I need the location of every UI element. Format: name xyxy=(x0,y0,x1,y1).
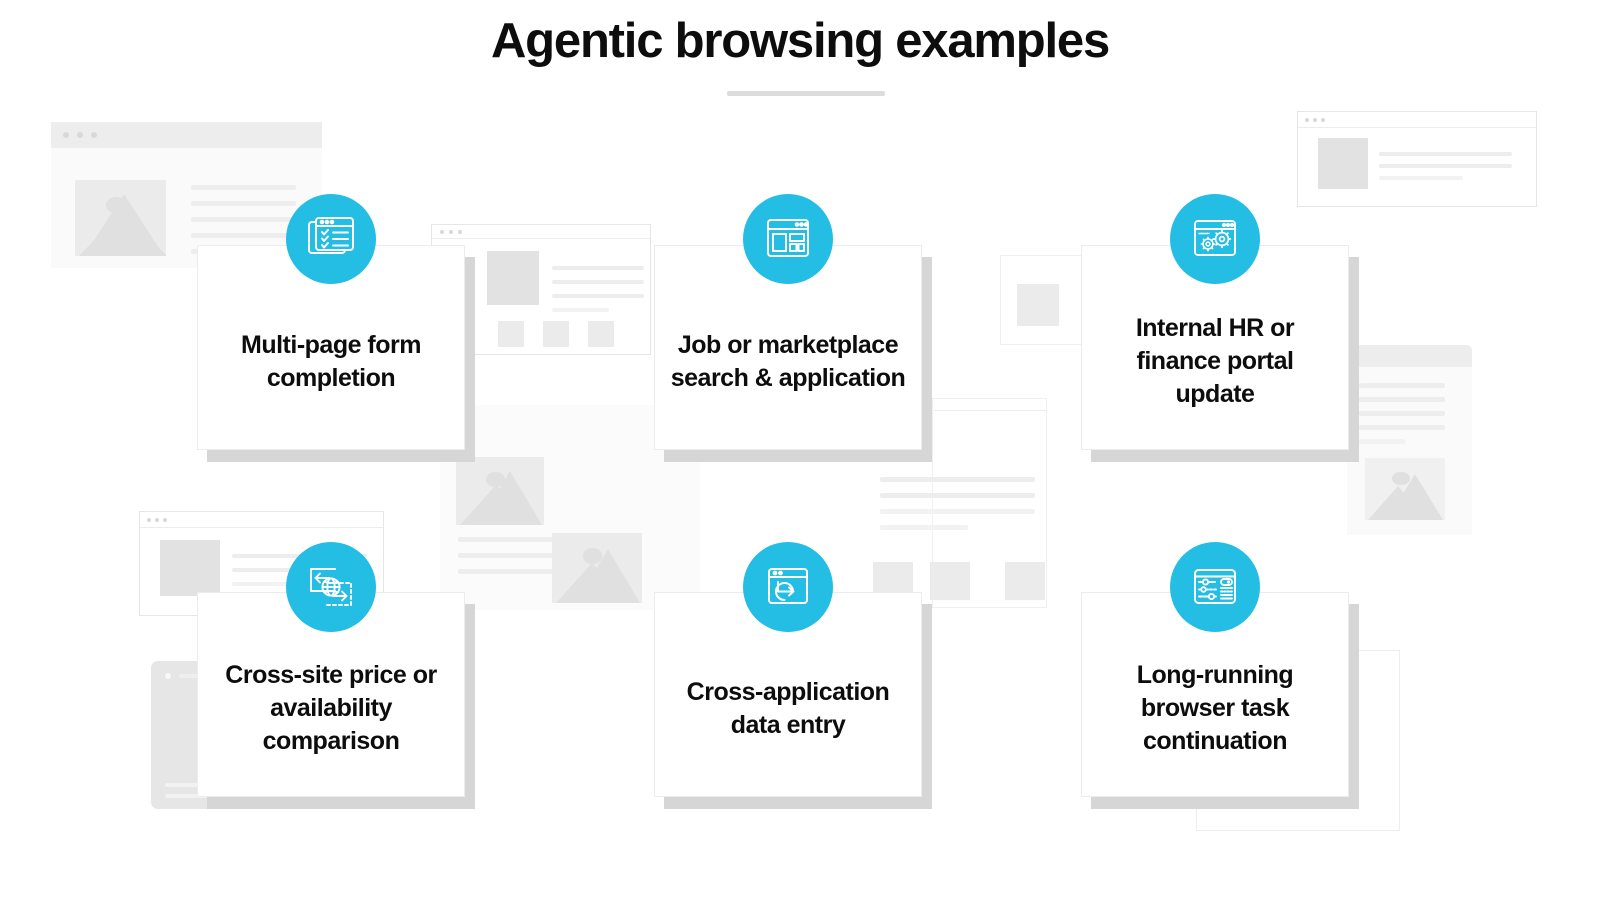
window-dot-icon xyxy=(77,132,83,138)
window-titlebar xyxy=(1347,345,1472,367)
card-internal-hr-or-finance-portal-update[interactable]: Internal HR or finance portal update xyxy=(1081,245,1359,462)
card-label: Internal HR or finance portal update xyxy=(1135,314,1295,408)
window-dot-icon xyxy=(1321,118,1325,122)
browser-gears-icon-badge xyxy=(1170,194,1260,284)
window-titlebar xyxy=(140,512,383,528)
window-dot-icon xyxy=(458,230,462,234)
content-block xyxy=(1017,284,1059,326)
text-line xyxy=(880,493,1035,498)
text-line xyxy=(1359,439,1405,444)
text-line xyxy=(1359,397,1445,402)
card-label: Long-running browser task continuation xyxy=(1136,661,1294,755)
window-dot-icon xyxy=(63,132,69,138)
mountain-shape xyxy=(84,194,165,256)
text-line xyxy=(552,294,644,298)
browser-checklist-icon xyxy=(308,217,354,254)
image-placeholder xyxy=(1365,458,1445,520)
thumbnail-block xyxy=(1005,562,1045,600)
text-line xyxy=(1379,164,1512,168)
text-line xyxy=(1359,425,1445,430)
mountain-shape xyxy=(1387,474,1444,520)
image-placeholder xyxy=(75,180,166,256)
text-line xyxy=(880,525,968,530)
cross-site-globe-transfer-icon xyxy=(310,568,352,606)
text-line xyxy=(458,537,608,542)
text-line xyxy=(191,185,296,190)
browser-layout-icon-badge xyxy=(743,194,833,284)
window-dot-icon xyxy=(91,132,97,138)
text-line xyxy=(552,266,644,270)
text-line xyxy=(552,308,609,312)
browser-sliders-icon xyxy=(1194,569,1236,604)
mountain-shape xyxy=(576,549,641,603)
card-job-or-marketplace-search-application[interactable]: Job or marketplace search & application xyxy=(654,245,932,462)
image-placeholder xyxy=(552,533,642,603)
text-line xyxy=(1359,411,1445,416)
card-body[interactable]: Cross-application data entry xyxy=(654,592,922,797)
browser-checklist-icon-badge xyxy=(286,194,376,284)
window-dot-icon xyxy=(1305,118,1309,122)
mountain-shape xyxy=(478,471,543,525)
thumbnail-block xyxy=(543,321,569,347)
card-label: Cross-application data entry xyxy=(686,677,890,739)
card-cross-application-data-entry[interactable]: Cross-application data entry xyxy=(654,592,932,809)
browser-return-arrow-icon xyxy=(768,568,808,604)
thumbnail-block xyxy=(588,321,614,347)
window-dot-icon xyxy=(449,230,453,234)
text-line xyxy=(232,582,310,586)
text-line xyxy=(1379,176,1463,180)
background-browser-window-top-left xyxy=(51,122,322,268)
browser-return-arrow-icon-badge xyxy=(743,542,833,632)
text-line xyxy=(191,201,296,206)
background-browser-window-top-right xyxy=(1297,111,1537,207)
thumbnail-block xyxy=(498,321,524,347)
content-block xyxy=(487,251,539,305)
window-dot-icon xyxy=(1313,118,1317,122)
text-line xyxy=(458,553,608,558)
window-dot-icon xyxy=(440,230,444,234)
browser-sliders-icon-badge xyxy=(1170,542,1260,632)
card-label: Multi-page form completion xyxy=(241,330,422,392)
text-line xyxy=(1359,383,1445,388)
window-dot-icon xyxy=(147,518,151,522)
image-placeholder xyxy=(456,457,544,525)
window-dot-icon xyxy=(163,518,167,522)
browser-layout-icon xyxy=(767,219,809,257)
cross-site-globe-transfer-icon-badge xyxy=(286,542,376,632)
window-dot-icon xyxy=(155,518,159,522)
text-line xyxy=(165,794,221,798)
text-line xyxy=(191,217,296,222)
window-titlebar xyxy=(933,399,1046,411)
text-line xyxy=(880,509,1035,514)
text-line xyxy=(1379,152,1512,156)
background-browser-window-right xyxy=(1347,345,1472,535)
browser-gears-icon xyxy=(1194,220,1236,256)
page-title: Agentic browsing examples xyxy=(490,14,1110,68)
content-block xyxy=(160,540,220,596)
camera-dot-icon xyxy=(165,673,171,679)
window-titlebar xyxy=(1298,112,1536,128)
window-titlebar xyxy=(51,122,322,148)
thumbnail-block xyxy=(930,562,970,600)
card-label: Cross-site price or availability compari… xyxy=(225,661,437,755)
title-underline-divider xyxy=(727,91,885,96)
text-line xyxy=(458,569,608,574)
text-line xyxy=(880,477,1035,482)
card-label: Job or marketplace search & application xyxy=(670,330,906,392)
text-line xyxy=(191,233,296,238)
window-titlebar xyxy=(432,225,650,239)
text-line xyxy=(552,280,644,284)
content-block xyxy=(1318,138,1368,189)
